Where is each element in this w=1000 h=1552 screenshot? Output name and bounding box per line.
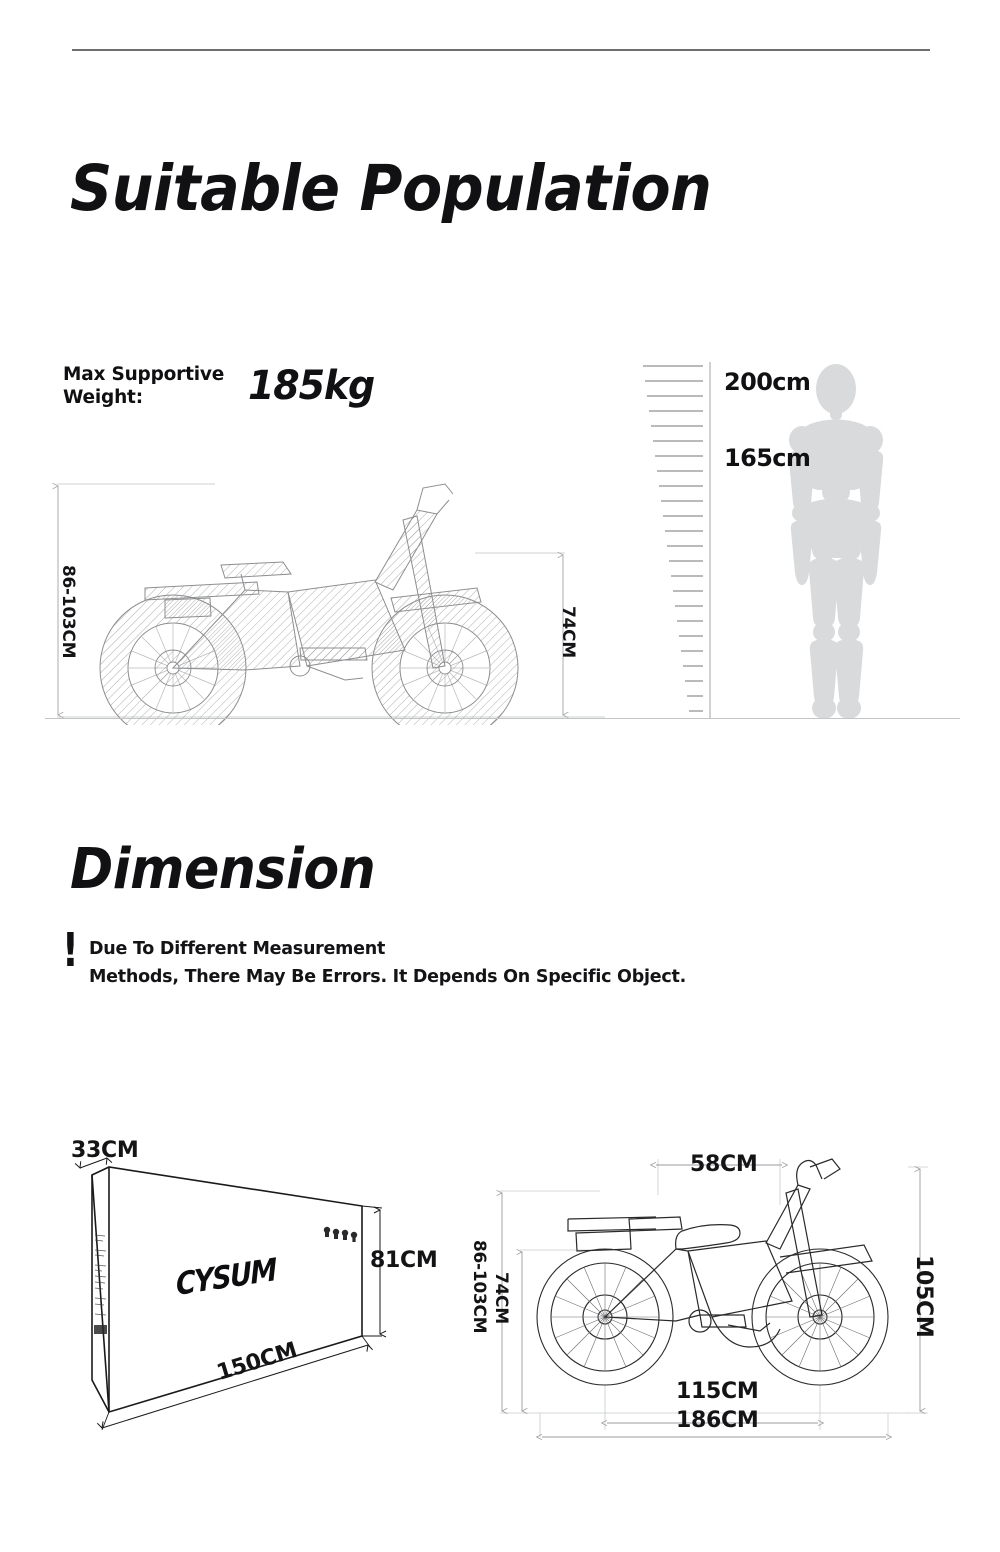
dim-label-overall-height: 105CM bbox=[911, 1255, 936, 1338]
max-weight-value: 185kg bbox=[248, 363, 375, 409]
bike-outline-diagram bbox=[496, 1158, 928, 1441]
box-side-panel-text bbox=[94, 1234, 107, 1316]
note-line-2: Methods, There May Be Errors. It Depends… bbox=[89, 967, 686, 988]
dim-label-seat-height: 74CM bbox=[558, 606, 578, 658]
dim-label-box-depth: 33CM bbox=[71, 1138, 139, 1163]
ground-line-top-section bbox=[45, 718, 960, 719]
note-line-1: Due To Different Measurement bbox=[89, 939, 386, 959]
max-weight-label: Max Supportive Weight: bbox=[63, 364, 248, 409]
max-weight-label-line2: Weight: bbox=[63, 386, 143, 408]
top-divider-rule bbox=[72, 49, 930, 51]
height-label-165cm: 165cm bbox=[724, 444, 811, 472]
hatched-bike-diagram bbox=[52, 482, 605, 725]
dim-label-box-height: 81CM bbox=[370, 1248, 438, 1273]
mannequin-silhouette bbox=[788, 364, 884, 719]
exclamation-mark-icon: ! bbox=[62, 923, 79, 977]
dim-line-box-length bbox=[102, 1345, 368, 1428]
dim-label-standover-bottom: 86-103CM bbox=[469, 1240, 489, 1334]
dim-label-seat-height-bottom: 74CM bbox=[491, 1272, 511, 1324]
dim-label-handlebar-width: 58CM bbox=[690, 1152, 758, 1177]
dim-label-standover-height: 86-103CM bbox=[58, 565, 78, 659]
page-title-dimension: Dimension bbox=[70, 837, 376, 902]
package-box-diagram bbox=[62, 1140, 422, 1431]
ruler-ticks bbox=[643, 365, 703, 712]
max-weight-label-line1: Max Supportive bbox=[63, 364, 225, 385]
dim-label-overall-length: 186CM bbox=[676, 1408, 759, 1433]
page-title-suitable-population: Suitable Population bbox=[70, 152, 712, 225]
height-ruler-and-figure bbox=[643, 362, 884, 719]
handling-icons bbox=[323, 1226, 358, 1242]
measurement-note-text: Due To Different Measurement Methods, Th… bbox=[89, 935, 686, 992]
height-label-200cm: 200cm bbox=[724, 368, 811, 396]
dim-label-wheelbase: 115CM bbox=[676, 1379, 759, 1404]
dim-line-box-depth bbox=[80, 1158, 107, 1168]
